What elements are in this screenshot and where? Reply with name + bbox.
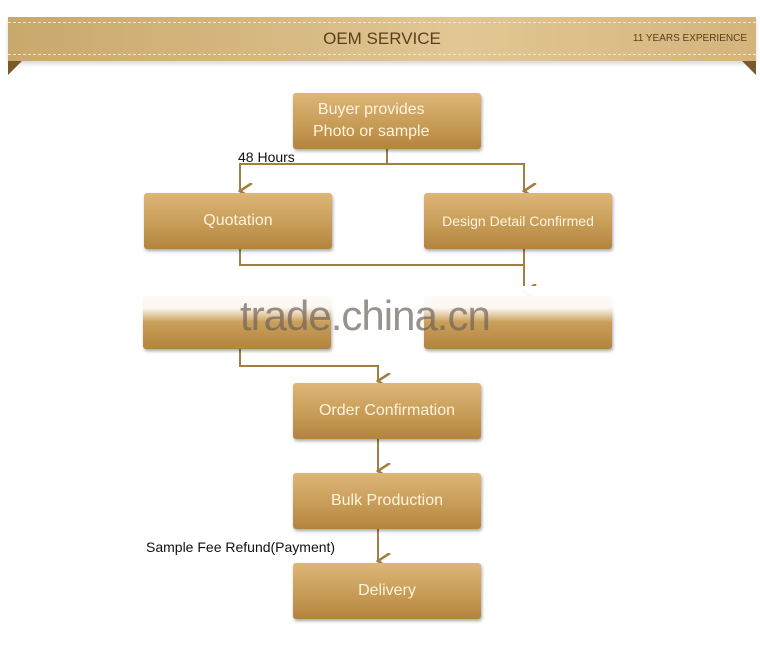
banner-subtitle: 11 YEARS EXPERIENCE <box>632 33 747 44</box>
header-banner: OEM SERVICE 11 YEARS EXPERIENCE <box>8 17 756 61</box>
step-bulk-production: Bulk Production <box>293 473 481 529</box>
step-text: Photo or sample <box>313 123 430 140</box>
step-order-confirmation: Order Confirmation <box>293 383 481 439</box>
stitch-line <box>8 22 756 23</box>
step-quotation: Quotation <box>144 193 332 249</box>
hours-label: 48 Hours <box>238 149 295 165</box>
watermark-fade <box>130 286 630 322</box>
banner-title: OEM SERVICE <box>323 29 441 48</box>
step-design-confirmed: Design Detail Confirmed <box>424 193 612 249</box>
step-delivery: Delivery <box>293 563 481 619</box>
step-text: Buyer provides <box>317 101 425 118</box>
stitch-line <box>8 54 756 55</box>
watermark: trade.china.cn <box>240 292 491 339</box>
refund-label: Sample Fee Refund(Payment) <box>146 539 336 555</box>
